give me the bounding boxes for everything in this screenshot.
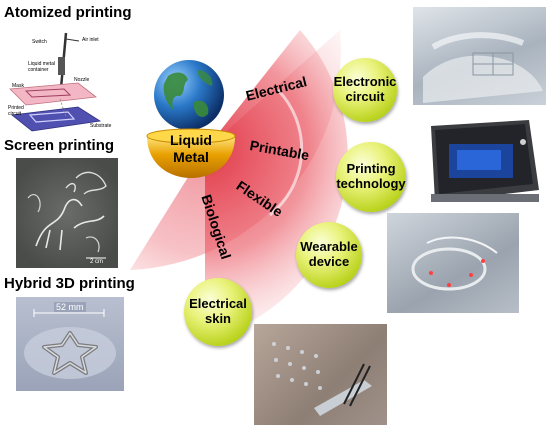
label-mask: Mask: [12, 83, 24, 89]
label-switch: Switch: [32, 39, 47, 45]
electronic-circuit-photo: [413, 7, 546, 105]
hybrid-scale-label: 52 mm: [54, 302, 86, 312]
hybrid-3d-printing-photo: 52 mm: [16, 297, 124, 391]
liquid-metal-line2: Metal: [173, 149, 209, 165]
label-air-inlet: Air inlet: [82, 37, 99, 43]
screen-printing-title: Screen printing: [4, 137, 115, 154]
printer-photo: [413, 112, 546, 210]
globe-icon: [154, 60, 224, 130]
liquid-metal-line1: Liquid: [170, 132, 212, 148]
atomized-printing-diagram: Switch Air inlet Liquid metal container …: [4, 27, 124, 135]
label-container: Liquid metal container: [28, 61, 55, 73]
hybrid-3d-printing-title: Hybrid 3D printing: [4, 275, 135, 292]
bubble-wearable-device-line2: device: [308, 254, 350, 269]
label-nozzle: Nozzle: [74, 77, 90, 83]
liquid-metal-bowl: [146, 128, 236, 178]
bubble-electronic-circuit-line2: circuit: [345, 89, 385, 104]
bubble-electronic-circuit-line1: Electronic: [333, 74, 397, 90]
bubble-printing-technology-line2: technology: [336, 176, 406, 191]
bubble-electrical-skin-line1: Electrical: [189, 296, 247, 312]
label-substrate: Substrate: [90, 123, 112, 129]
screen-printing-photo: 2 cm: [16, 158, 118, 268]
bubble-wearable-device-line1: Wearable: [300, 239, 358, 255]
bubble-electrical-skin-line2: skin: [204, 311, 231, 326]
electrical-skin-photo: [254, 324, 387, 425]
bubble-printing-technology-line1: Printing: [346, 161, 396, 177]
label-printed-circuit: Printed circuit: [8, 105, 24, 117]
screen-scale-label: 2 cm: [90, 259, 104, 265]
liquid-metal-label: Liquid Metal: [156, 132, 226, 166]
atomized-printing-title: Atomized printing: [4, 4, 132, 21]
wearable-device-photo: [387, 213, 519, 313]
